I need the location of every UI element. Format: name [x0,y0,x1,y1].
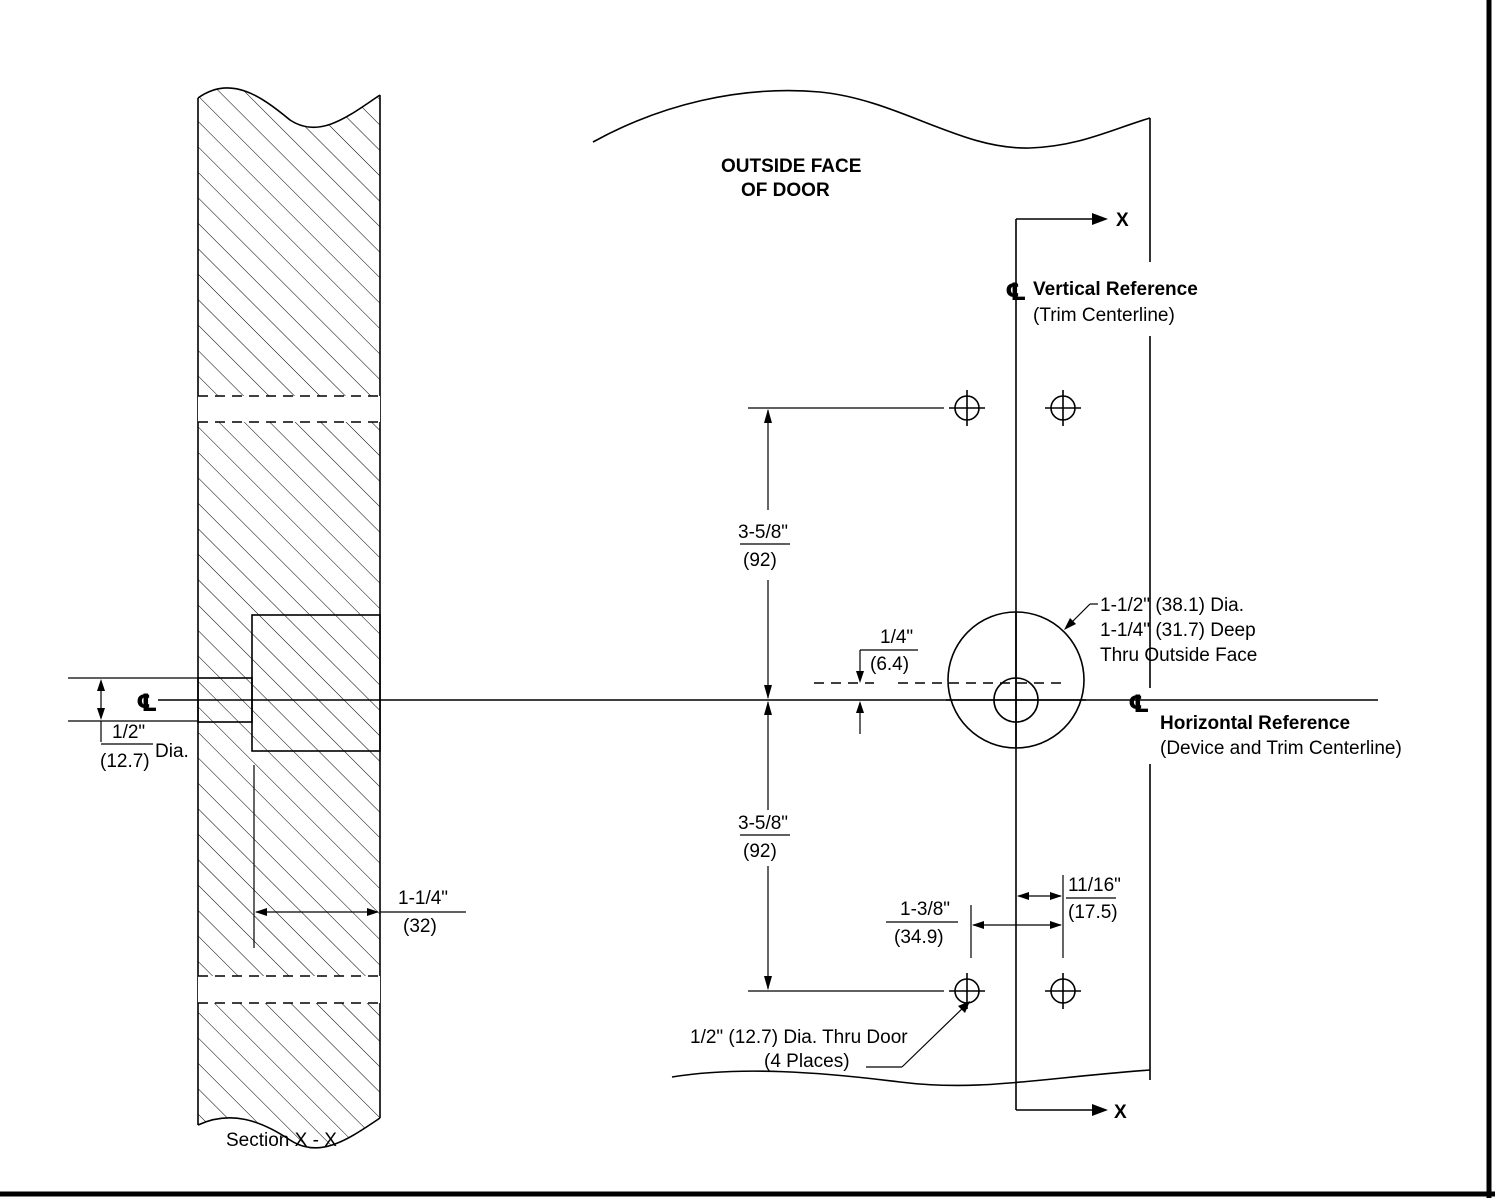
mounting-hole-top-left [949,390,985,426]
bore-callout-1: 1-1/2" (38.1) Dia. [1100,595,1244,616]
through-hole-lower [198,975,380,1004]
centerline-symbol-left: ℄ [136,690,158,717]
hole-spacing-dimension [886,905,1062,958]
pin-diameter-dimension [68,677,198,745]
edge-mm: (17.5) [1068,902,1118,923]
hole-spacing-inch: 1-3/8" [900,899,950,920]
lower-spacing-mm: (92) [743,841,777,862]
section-outline [197,95,381,1125]
upper-spacing-mm: (92) [743,550,777,571]
mounting-hole-bottom-right [1045,973,1081,1009]
door-break-bottom [671,1069,1151,1087]
edge-inch: 11/16" [1068,875,1121,896]
centerline-symbol-horizontal: ℄ [1128,691,1150,718]
horizontal-reference-sublabel: (Device and Trim Centerline) [1160,738,1402,759]
section-mark-top: X [1116,210,1129,231]
offset-mm: (6.4) [870,654,909,675]
bore-depth-mm: (32) [403,916,437,937]
section-hatch [198,87,380,1148]
outside-face-label-2: OF DOOR [741,180,830,201]
offset-inch: 1/4" [880,627,913,648]
outside-face-label-1: OUTSIDE FACE [721,156,861,177]
door-section-view [197,87,381,1149]
hole-spacing-mm: (34.9) [894,927,944,948]
mounting-hole-top-right [1045,390,1081,426]
bore-callout-2: 1-1/4" (31.7) Deep [1100,620,1256,641]
pin-dia-inch: 1/2" [112,722,145,743]
section-break-top [197,87,381,129]
edge-dimension [1017,875,1116,958]
centerline-symbol-vertical: ℄ [1005,279,1027,306]
section-break-bottom [197,1117,381,1149]
door-face-view [592,89,1151,1116]
horizontal-reference-label: Horizontal Reference [1160,713,1350,734]
vertical-reference-sublabel: (Trim Centerline) [1033,305,1175,326]
door-break-top [592,89,1151,149]
upper-spacing-inch: 3-5/8" [738,522,788,543]
pin-dia-mm: (12.7) [100,751,150,772]
bore-depth-dimension [253,765,466,948]
bore-callout-3: Thru Outside Face [1100,645,1257,666]
lower-spacing-inch: 3-5/8" [738,813,788,834]
offset-dimension [856,649,918,734]
bore-depth-inch: 1-1/4" [398,888,448,909]
section-mark-bottom: X [1114,1102,1127,1123]
pin-dia-suffix: Dia. [155,741,189,762]
vertical-reference-label: Vertical Reference [1033,279,1198,300]
through-hole-upper [198,395,380,423]
section-caption: Section X - X [226,1130,337,1151]
bore-callout-leader [1064,603,1098,630]
main-bore-hole [814,611,1086,749]
vertical-spacing-dimension [740,407,944,992]
small-hole-callout-leader [866,1001,970,1068]
small-hole-callout-1: 1/2" (12.7) Dia. Thru Door [690,1027,908,1048]
small-hole-callout-2: (4 Places) [764,1051,850,1072]
